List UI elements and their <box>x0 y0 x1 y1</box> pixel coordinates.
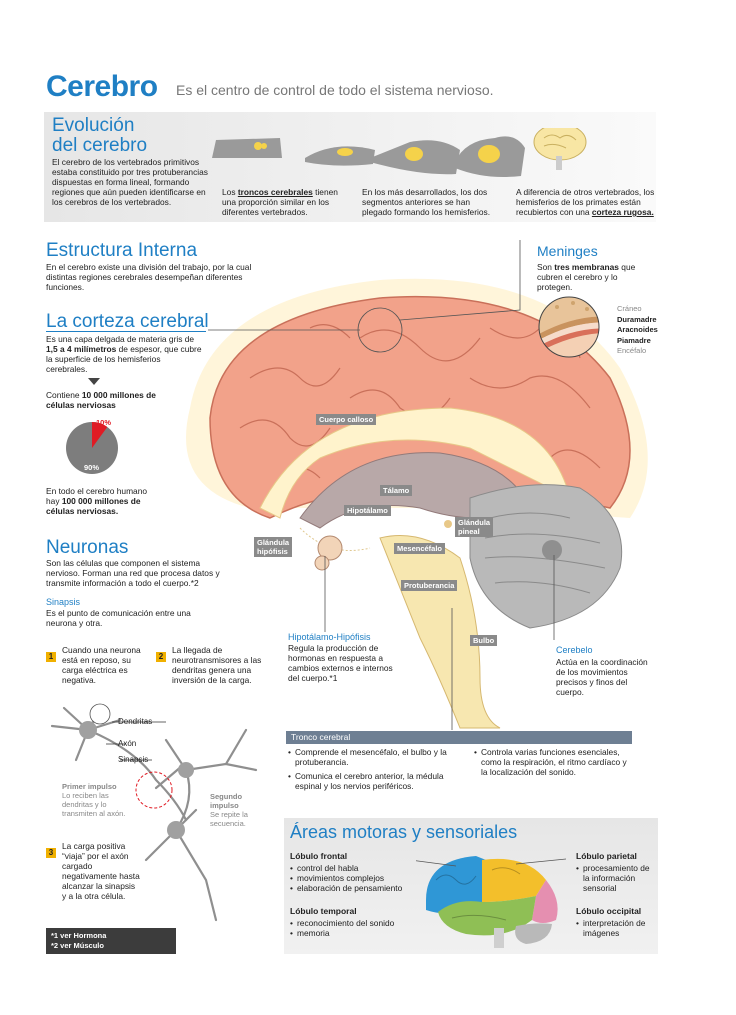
cortex-arrow <box>88 378 100 385</box>
frontal-title: Lóbulo frontal <box>290 851 348 861</box>
page-title: Cerebro <box>46 70 158 103</box>
step-3-text: La carga positiva “viaja” por el axón ca… <box>62 841 140 901</box>
areas-heading: Áreas motoras y sensoriales <box>290 822 518 842</box>
neuron-pie-chart: 10% 90% <box>66 418 118 474</box>
neuron-body-3 <box>167 821 185 839</box>
evolution-step-2: Los troncos cerebrales tienen una propor… <box>222 187 338 217</box>
step-2-text: La llegada de neurotransmisores a las de… <box>172 645 262 685</box>
list-item: interpretación de imágenes <box>576 918 656 938</box>
list-item: procesamiento de la información sensoria… <box>576 863 656 893</box>
cerebellum-text: Actúa en la coordinación de los movimien… <box>556 657 648 697</box>
structure-heading: Estructura Interna <box>46 240 198 261</box>
list-item: Controla varias funciones esenciales, co… <box>474 747 634 777</box>
page-subtitle: Es el centro de control de todo el siste… <box>176 82 494 98</box>
primitive-brain-icon <box>212 138 282 158</box>
meninges-heading: Meninges <box>537 243 598 259</box>
pie-label-large: 90% <box>84 463 99 472</box>
structure-text: En el cerebro existe una división del tr… <box>46 262 252 292</box>
step-2-badge: 2 <box>156 646 166 664</box>
brainstem-list-left: Comprende el mesencéfalo, el bulbo y la … <box>288 747 468 791</box>
evolution-brains-illustration <box>212 128 587 177</box>
step-3-badge: 3 <box>46 842 56 860</box>
list-item: elaboración de pensamiento <box>290 883 420 893</box>
label-midbrain: Mesencéfalo <box>394 543 446 554</box>
references-box: *1 ver Hormona *2 ver Músculo <box>46 928 176 954</box>
synapse-title: Sinapsis <box>46 597 81 607</box>
lobes-illustration <box>416 856 566 948</box>
brainstem-small <box>494 928 504 948</box>
vertebrate-brain-icon <box>305 146 375 166</box>
list-item: control del habla <box>290 863 420 873</box>
first-impulse: Primer impulso Lo reciben las dendritas … <box>62 782 126 818</box>
occipital-title: Lóbulo occipital <box>576 906 642 916</box>
list-item: memoria <box>290 928 420 938</box>
temporal-list: reconocimiento del sonido memoria <box>290 918 420 938</box>
cortex-total: En todo el cerebro humano hay 100 000 mi… <box>46 486 148 516</box>
frontal-list: control del habla movimientos complejos … <box>290 863 420 893</box>
label-hypothalamus: Hipotálamo <box>344 505 391 516</box>
hypothalamus-pituitary-text: Regula la producción de hormonas en resp… <box>288 643 393 683</box>
frontal-lobe <box>426 856 486 914</box>
pituitary-gland <box>317 535 343 561</box>
meninges-text: Son tres membranas que cubren el cerebro… <box>537 262 636 292</box>
evolution-step-4: A diferencia de otros vertebrados, los h… <box>516 187 655 217</box>
cortex-contains: Contiene 10 000 millones de células nerv… <box>46 390 156 410</box>
label-axon: Axón <box>118 739 137 748</box>
developed-brain-icon <box>370 140 460 175</box>
primate-brain-icon <box>533 128 587 170</box>
cerebellum-title: Cerebelo <box>556 645 593 655</box>
synapse-highlight <box>135 771 173 809</box>
second-impulse: Segundo impulso Se repite la secuencia. <box>210 792 248 828</box>
step-1-badge: 1 <box>46 646 56 664</box>
pie-label-small: 10% <box>96 418 111 427</box>
meninges-magnifier <box>538 296 600 358</box>
label-pons: Protuberancia <box>401 580 458 591</box>
brainstem-list-right: Controla varias funciones esenciales, co… <box>474 747 634 777</box>
parietal-list: procesamiento de la información sensoria… <box>576 863 656 893</box>
evolution-text: El cerebro de los vertebrados primitivos… <box>52 157 208 207</box>
brainstem-heading: Tronco cerebral <box>286 731 632 744</box>
temporal-title: Lóbulo temporal <box>290 906 357 916</box>
pie-slice-10 <box>92 422 108 448</box>
cortex-text: Es una capa delgada de materia gris de 1… <box>46 334 202 374</box>
step-1-text: Cuando una neurona está en reposo, su ca… <box>62 645 141 685</box>
evolution-heading: Evolución del cerebro <box>52 115 148 156</box>
meninges-layers: Cráneo Duramadre Aracnoides Piamadre Enc… <box>617 304 658 355</box>
cortex-heading: La corteza cerebral <box>46 311 209 332</box>
occipital-list: interpretación de imágenes <box>576 918 656 938</box>
label-synapse: Sinapsis <box>118 755 149 764</box>
occipital-lobe <box>532 880 558 923</box>
neurons-text: Son las células que componen el sistema … <box>46 558 220 588</box>
list-item: Comprende el mesencéfalo, el bulbo y la … <box>288 747 468 767</box>
neuron-body-2 <box>178 762 194 778</box>
list-item: reconocimiento del sonido <box>290 918 420 928</box>
label-corpus-callosum: Cuerpo calloso <box>316 414 377 425</box>
label-thalamus: Tálamo <box>380 485 413 496</box>
label-dendrites: Dendritas <box>118 717 153 726</box>
parietal-title: Lóbulo parietal <box>576 851 637 861</box>
synapse-text: Es el punto de comunicación entre una ne… <box>46 608 191 628</box>
neurons-heading: Neuronas <box>46 537 129 558</box>
list-item: Comunica el cerebro anterior, la médula … <box>288 771 468 791</box>
parietal-lobe <box>482 858 546 902</box>
cerebellum-lobe <box>515 923 552 944</box>
cerebellum-core <box>542 540 562 560</box>
cerebellum-folds <box>484 512 606 594</box>
hypothalamus-pituitary-title: Hipotálamo-Hipófisis <box>288 632 371 642</box>
temporal-lobe <box>438 896 536 936</box>
label-medulla: Bulbo <box>470 635 498 646</box>
neuron-diagram <box>50 703 258 922</box>
dendrites-magnifier <box>89 703 111 725</box>
evolution-step-3: En los más desarrollados, los dos segmen… <box>362 187 491 217</box>
mammal-brain-icon <box>455 136 525 177</box>
list-item: movimientos complejos <box>290 873 420 883</box>
neuron-body-1 <box>79 721 97 739</box>
